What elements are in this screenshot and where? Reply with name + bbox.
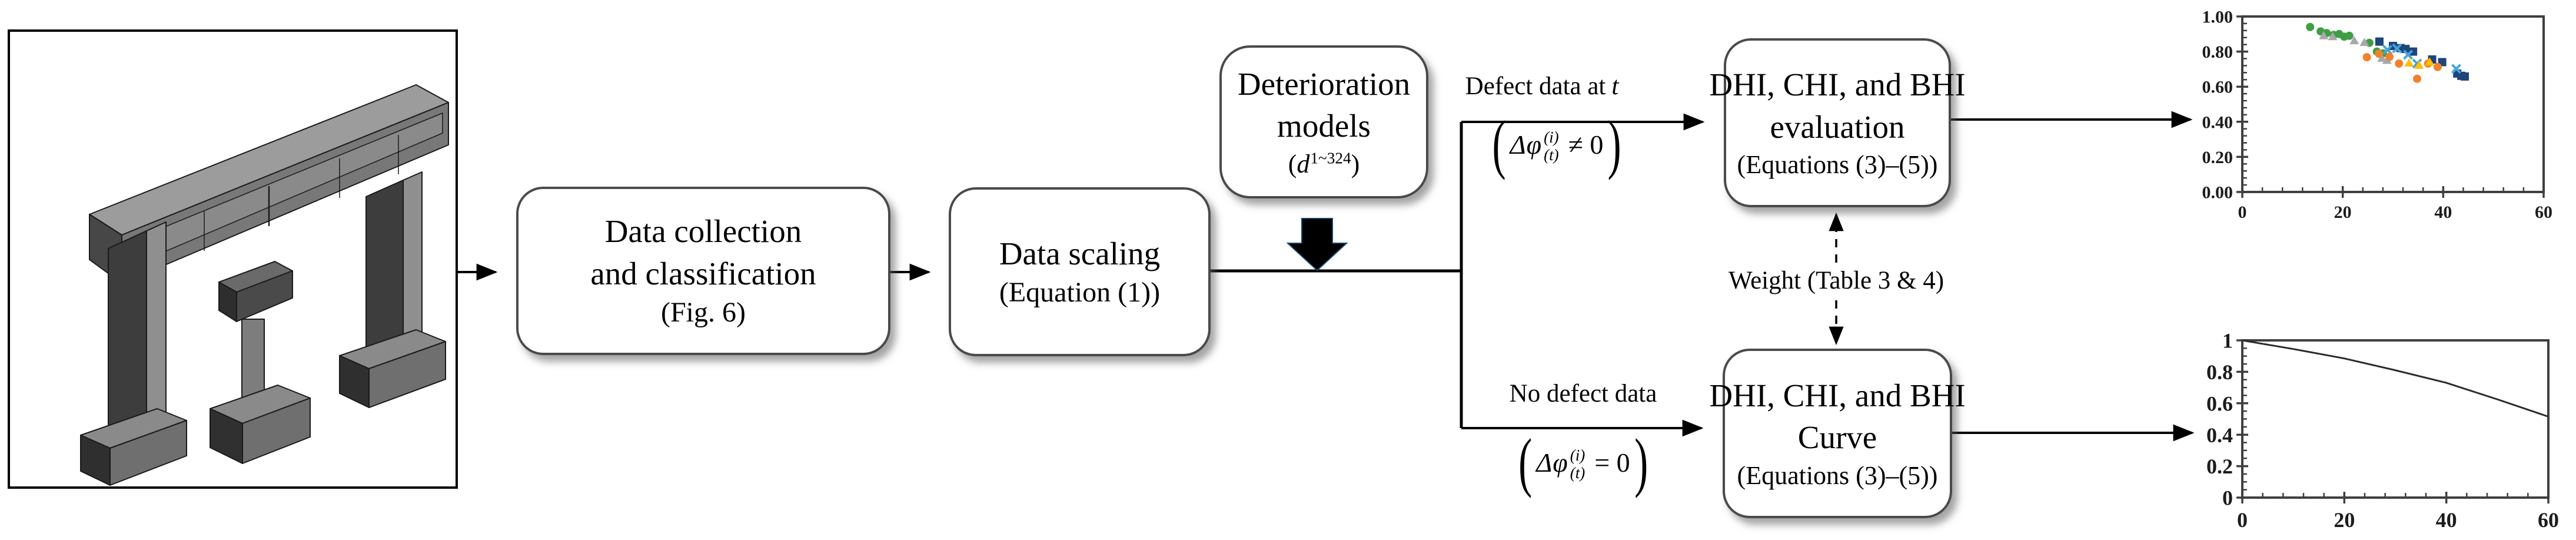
svg-text:0.00: 0.00 [2202,183,2233,203]
delta-phi-symbol: Δφ [1536,447,1568,478]
dhi-curve-plot: 0 20 40 60 0 0.2 0.4 0.6 0.8 1 [2206,329,2559,532]
box-data-scaling: Data scaling (Equation (1)) [949,187,1211,356]
open-paren: ( [1518,426,1533,499]
svg-text:0.40: 0.40 [2202,112,2233,132]
superscript-i: (i) [1544,128,1559,147]
svg-text:0: 0 [2237,508,2248,532]
box-deterioration-line2: models [1277,108,1371,144]
bridge-model-frame [8,29,458,489]
box-data-collection-line3: (Fig. 6) [661,297,746,329]
open-paren: ( [1492,108,1506,181]
equal-zero: = 0 [1594,447,1630,478]
svg-text:0.8: 0.8 [2206,360,2233,384]
box-dhi-curve-line1: DHI, CHI, and BHI [1709,377,1966,413]
box-data-scaling-line2: (Equation (1)) [999,277,1161,309]
svg-text:40: 40 [2434,203,2452,222]
box-dhi-curve-line3: (Equations (3)–(5)) [1737,461,1938,490]
formula-defect-condition: ( Δφ (i) (t) ≠ 0 ) [1488,108,1625,181]
superscript-i: (i) [1570,446,1586,465]
svg-text:0: 0 [2222,486,2233,510]
formula-d-superscript: 1~324 [1310,149,1351,167]
svg-text:60: 60 [2535,203,2552,222]
block-down-arrow [1286,218,1348,271]
formula-close-paren: ) [1351,149,1360,178]
subscript-t: (t) [1544,146,1559,164]
box-dhi-evaluation-line1: DHI, CHI, and BHI [1709,67,1966,103]
label-no-defect-data: No defect data [1509,380,1657,408]
close-paren: ) [1634,426,1648,499]
label-weight-tables: Weight (Table 3 & 4) [1728,267,1945,294]
dhi-scatter-plot: 0 20 40 60 0.00 0.20 0.40 0.60 0.80 1.00 [2202,8,2553,223]
svg-text:20: 20 [2334,508,2355,532]
formula-open-paren: ( [1288,149,1297,178]
delta-phi-symbol: Δφ [1510,129,1543,160]
svg-text:0.4: 0.4 [2206,423,2233,447]
svg-text:0.6: 0.6 [2206,392,2233,415]
close-paren: ) [1607,108,1621,181]
box-deterioration-line1: Deterioration [1237,65,1411,102]
not-equal-zero: ≠ 0 [1568,129,1604,160]
box-data-scaling-line1: Data scaling [999,235,1161,271]
subscript-t: (t) [1570,464,1586,482]
label-defect-variable: t [1611,72,1619,100]
svg-text:0.2: 0.2 [2206,455,2233,478]
box-dhi-curve: DHI, CHI, and BHI Curve (Equations (3)–(… [1709,349,1966,518]
label-defect-prefix: Defect data at [1465,72,1606,100]
box-dhi-evaluation: DHI, CHI, and BHI evaluation (Equations … [1709,38,1966,207]
svg-text:0.20: 0.20 [2202,148,2233,167]
box-dhi-evaluation-line3: (Equations (3)–(5)) [1737,150,1938,180]
box-deterioration-formula: (d1~324) [1288,147,1360,181]
svg-text:1.00: 1.00 [2202,8,2233,27]
svg-text:60: 60 [2538,508,2559,532]
svg-text:0.60: 0.60 [2202,78,2233,97]
formula-no-defect-condition: ( Δφ (i) (t) = 0 ) [1514,426,1652,499]
formula-d-symbol: d [1297,149,1311,178]
box-data-collection-line1: Data collection [604,213,802,250]
box-dhi-curve-line2: Curve [1797,419,1877,456]
svg-text:0.80: 0.80 [2202,42,2233,62]
bridge-illustration [80,84,449,486]
svg-text:0: 0 [2238,203,2247,222]
svg-text:20: 20 [2334,203,2352,222]
box-deterioration-models: Deterioration models (d1~324) [1219,45,1428,198]
svg-text:40: 40 [2436,508,2457,532]
svg-text:1: 1 [2222,329,2233,353]
box-data-collection: Data collection and classification (Fig.… [516,187,890,355]
box-dhi-evaluation-line2: evaluation [1770,108,1905,145]
box-data-collection-line2: and classification [590,255,816,291]
